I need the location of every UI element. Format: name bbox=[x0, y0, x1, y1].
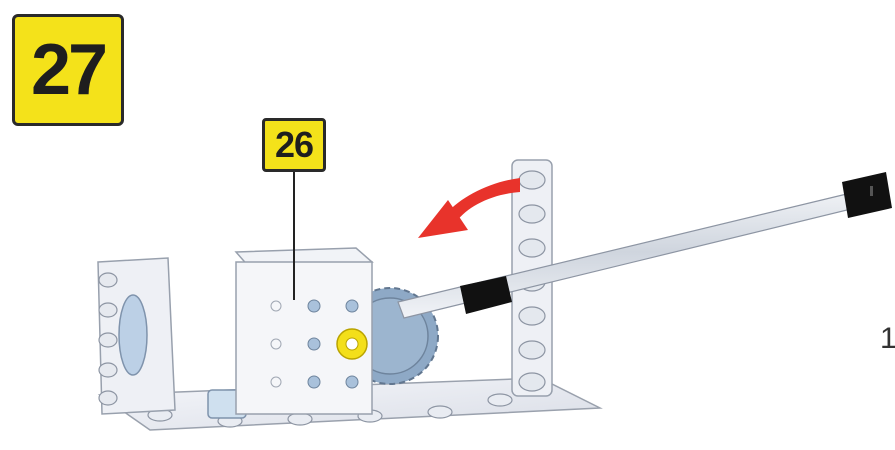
step-number: 27 bbox=[31, 29, 105, 111]
step-number-badge: 27 bbox=[12, 14, 124, 126]
handle-cap bbox=[842, 172, 892, 218]
callout-number-badge: 26 bbox=[262, 118, 326, 172]
left-bracket bbox=[98, 258, 175, 414]
callout-number: 26 bbox=[275, 124, 313, 166]
edge-label: 1 bbox=[880, 322, 895, 356]
rotation-arrow-icon bbox=[418, 178, 520, 238]
main-block bbox=[236, 248, 372, 414]
